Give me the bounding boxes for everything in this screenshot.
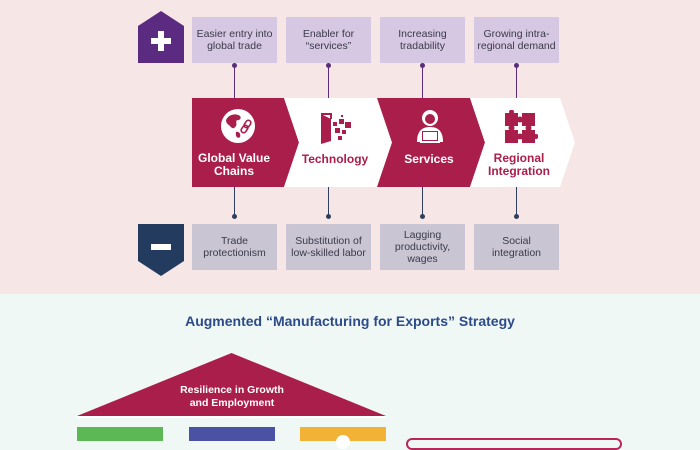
pillar-blue xyxy=(189,427,275,441)
connector-line xyxy=(422,187,423,215)
connector-dot xyxy=(232,214,237,219)
negative-badge xyxy=(138,224,184,276)
connector-dot xyxy=(514,214,519,219)
strategy-title: Augmented “Manufacturing for Exports” St… xyxy=(185,313,515,329)
outlined-label-box xyxy=(406,438,622,450)
roof-shape xyxy=(77,353,386,418)
negative-effect-regional-integration: Social integration xyxy=(474,224,559,270)
positive-effect-technology: Enabler for “services” xyxy=(286,17,371,63)
connector-line xyxy=(234,65,235,98)
connector-line xyxy=(516,65,517,98)
driver-label-global-value-chains: Global Value Chains xyxy=(197,151,271,178)
chevron-technology xyxy=(284,98,392,187)
chevron-global-value-chains xyxy=(192,98,299,187)
connector-dot xyxy=(420,214,425,219)
minus-icon xyxy=(138,224,184,276)
digital-door-icon xyxy=(321,113,351,144)
pillar-yellow xyxy=(300,427,386,449)
negative-effect-technology: Substitution of low-skilled labor xyxy=(286,224,371,270)
connector-line xyxy=(328,187,329,215)
pillar-green xyxy=(77,427,163,441)
positive-effect-regional-integration: Growing intra-regional demand xyxy=(474,17,559,63)
plus-icon xyxy=(138,11,184,63)
connector-dot xyxy=(326,214,331,219)
positive-badge xyxy=(138,11,184,63)
roof-label-line1: Resilience in Growth xyxy=(180,384,284,396)
pillar-icon xyxy=(336,435,350,449)
positive-effect-services: Increasing tradability xyxy=(380,17,465,63)
connector-line xyxy=(328,65,329,98)
positive-effect-global-value-chains: Easier entry into global trade xyxy=(192,17,277,63)
connector-line xyxy=(422,65,423,98)
roof-label: Resilience in Growth and Employment xyxy=(132,384,332,410)
person-laptop-icon xyxy=(417,110,443,143)
connector-line xyxy=(234,187,235,215)
roof-label-line2: and Employment xyxy=(189,397,275,409)
puzzle-icon xyxy=(505,110,538,143)
driver-label-regional-integration: Regional Integration xyxy=(488,151,550,178)
negative-effect-services: Lagging productivity, wages xyxy=(380,224,465,270)
driver-label-services: Services xyxy=(404,152,454,166)
driver-label-technology: Technology xyxy=(301,152,369,166)
connector-line xyxy=(516,187,517,215)
drivers-chevron-band xyxy=(192,98,575,187)
globe-chain-icon xyxy=(221,109,255,143)
negative-effect-global-value-chains: Trade protectionism xyxy=(192,224,277,270)
